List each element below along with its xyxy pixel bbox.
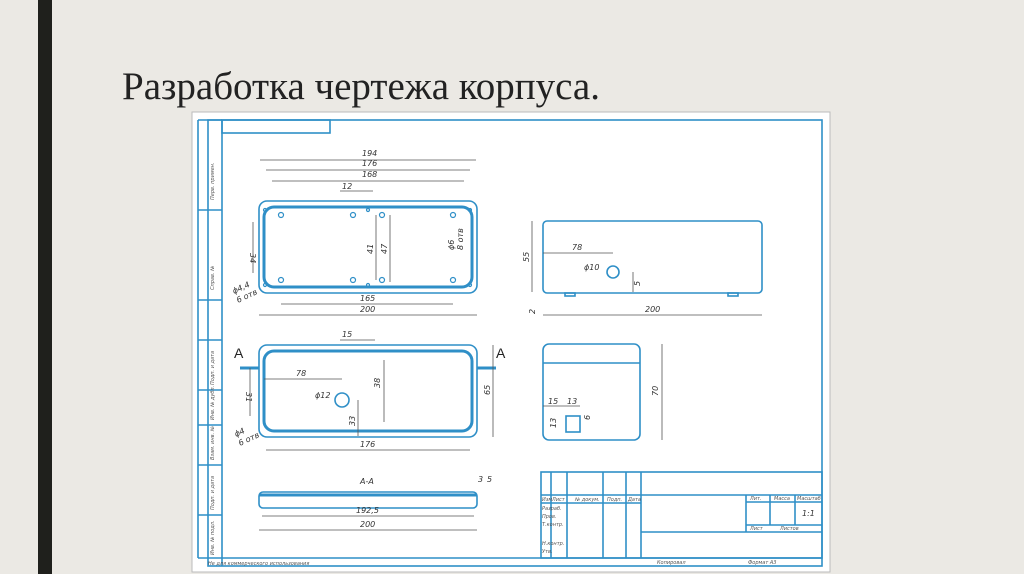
- section-view: A-A 3 5 192,5 200: [258, 475, 492, 531]
- svg-text:78: 78: [296, 369, 306, 378]
- svg-text:Н.контр.: Н.контр.: [542, 541, 564, 547]
- svg-text:ϕ4: ϕ4: [233, 426, 246, 439]
- svg-text:200: 200: [360, 305, 375, 314]
- svg-text:41: 41: [366, 244, 375, 254]
- svg-text:Лист: Лист: [551, 497, 566, 503]
- svg-text:Утв.: Утв.: [542, 549, 553, 555]
- svg-text:70: 70: [651, 386, 660, 396]
- end-view: 15 13 13 6 70: [542, 343, 663, 441]
- svg-text:Взам. инв. №: Взам. инв. №: [210, 426, 216, 460]
- svg-text:Лит.: Лит.: [749, 496, 762, 502]
- svg-text:5: 5: [633, 281, 642, 286]
- svg-text:Листов: Листов: [779, 526, 799, 532]
- svg-text:8 отв: 8 отв: [456, 228, 465, 250]
- svg-text:1:1: 1:1: [802, 509, 815, 518]
- svg-text:13: 13: [549, 418, 558, 428]
- svg-text:№ докум.: № докум.: [574, 497, 600, 503]
- svg-text:ϕ10: ϕ10: [584, 263, 599, 272]
- svg-text:ϕ6: ϕ6: [447, 240, 456, 250]
- svg-text:Изм: Изм: [542, 497, 552, 503]
- svg-text:168: 168: [362, 170, 377, 179]
- side-strip: Перв. примен. Справ. № Подп. и дата Инв.…: [197, 119, 822, 567]
- svg-text:5: 5: [487, 475, 492, 484]
- side-view: 55 78 ϕ10 5 2 200: [522, 220, 763, 316]
- svg-text:200: 200: [645, 305, 660, 314]
- svg-text:Т.контр.: Т.контр.: [542, 522, 564, 528]
- svg-text:78: 78: [572, 243, 582, 252]
- svg-text:31: 31: [244, 392, 253, 402]
- svg-text:Масса: Масса: [774, 496, 790, 502]
- svg-text:13: 13: [567, 397, 577, 406]
- svg-text:6: 6: [583, 415, 592, 420]
- svg-text:192,5: 192,5: [356, 506, 379, 515]
- svg-text:55: 55: [522, 252, 531, 262]
- svg-text:33: 33: [348, 416, 357, 426]
- svg-text:Формат A3: Формат A3: [748, 560, 776, 566]
- svg-text:34: 34: [248, 253, 257, 263]
- svg-text:Инв. № дубл.: Инв. № дубл.: [210, 386, 216, 420]
- svg-text:ϕ12: ϕ12: [315, 391, 330, 400]
- svg-text:12: 12: [342, 182, 352, 191]
- slide-accent-bar: [38, 0, 52, 574]
- svg-text:15: 15: [342, 330, 352, 339]
- svg-text:15: 15: [548, 397, 558, 406]
- svg-text:A: A: [234, 345, 244, 361]
- svg-text:Копировал: Копировал: [657, 560, 686, 566]
- svg-text:176: 176: [362, 159, 377, 168]
- svg-text:165: 165: [360, 294, 375, 303]
- svg-text:Подп. и дата: Подп. и дата: [210, 476, 216, 510]
- svg-text:Разраб.: Разраб.: [542, 506, 562, 512]
- svg-text:3: 3: [478, 475, 483, 484]
- svg-text:65: 65: [483, 385, 492, 395]
- title-block: Изм Лист № докум. Подп. Дата Разраб. Про…: [540, 471, 823, 566]
- svg-text:2: 2: [528, 309, 537, 314]
- top-view: 194 176 168 12 34 41 47 ϕ6 8 отв ϕ4,4 6 …: [231, 149, 478, 316]
- svg-text:47: 47: [380, 243, 389, 254]
- slide-title: Разработка чертежа корпуса.: [122, 65, 600, 108]
- svg-text:Лист: Лист: [749, 526, 764, 532]
- lid-view: A A 15 78 ϕ12 38 33 31 65 ϕ4 6 отв 176: [233, 330, 506, 451]
- svg-text:194: 194: [362, 149, 377, 158]
- svg-text:38: 38: [373, 378, 382, 388]
- svg-text:Подп.: Подп.: [607, 497, 622, 503]
- svg-text:Масштаб: Масштаб: [797, 496, 821, 502]
- svg-text:200: 200: [360, 520, 375, 529]
- svg-text:Перв. примен.: Перв. примен.: [210, 162, 216, 200]
- svg-text:Дата: Дата: [627, 497, 641, 503]
- svg-text:Справ. №: Справ. №: [210, 266, 216, 290]
- svg-text:Подп. и дата: Подп. и дата: [210, 351, 216, 385]
- svg-text:Пров.: Пров.: [542, 514, 557, 520]
- drawing-frame: [207, 119, 823, 567]
- svg-text:Не для коммерческого использов: Не для коммерческого использования: [208, 561, 309, 567]
- svg-text:A-A: A-A: [359, 477, 374, 486]
- svg-text:A: A: [496, 345, 506, 361]
- top-left-box: [221, 119, 331, 134]
- svg-text:Инв. № подл.: Инв. № подл.: [210, 521, 216, 556]
- svg-text:176: 176: [360, 440, 375, 449]
